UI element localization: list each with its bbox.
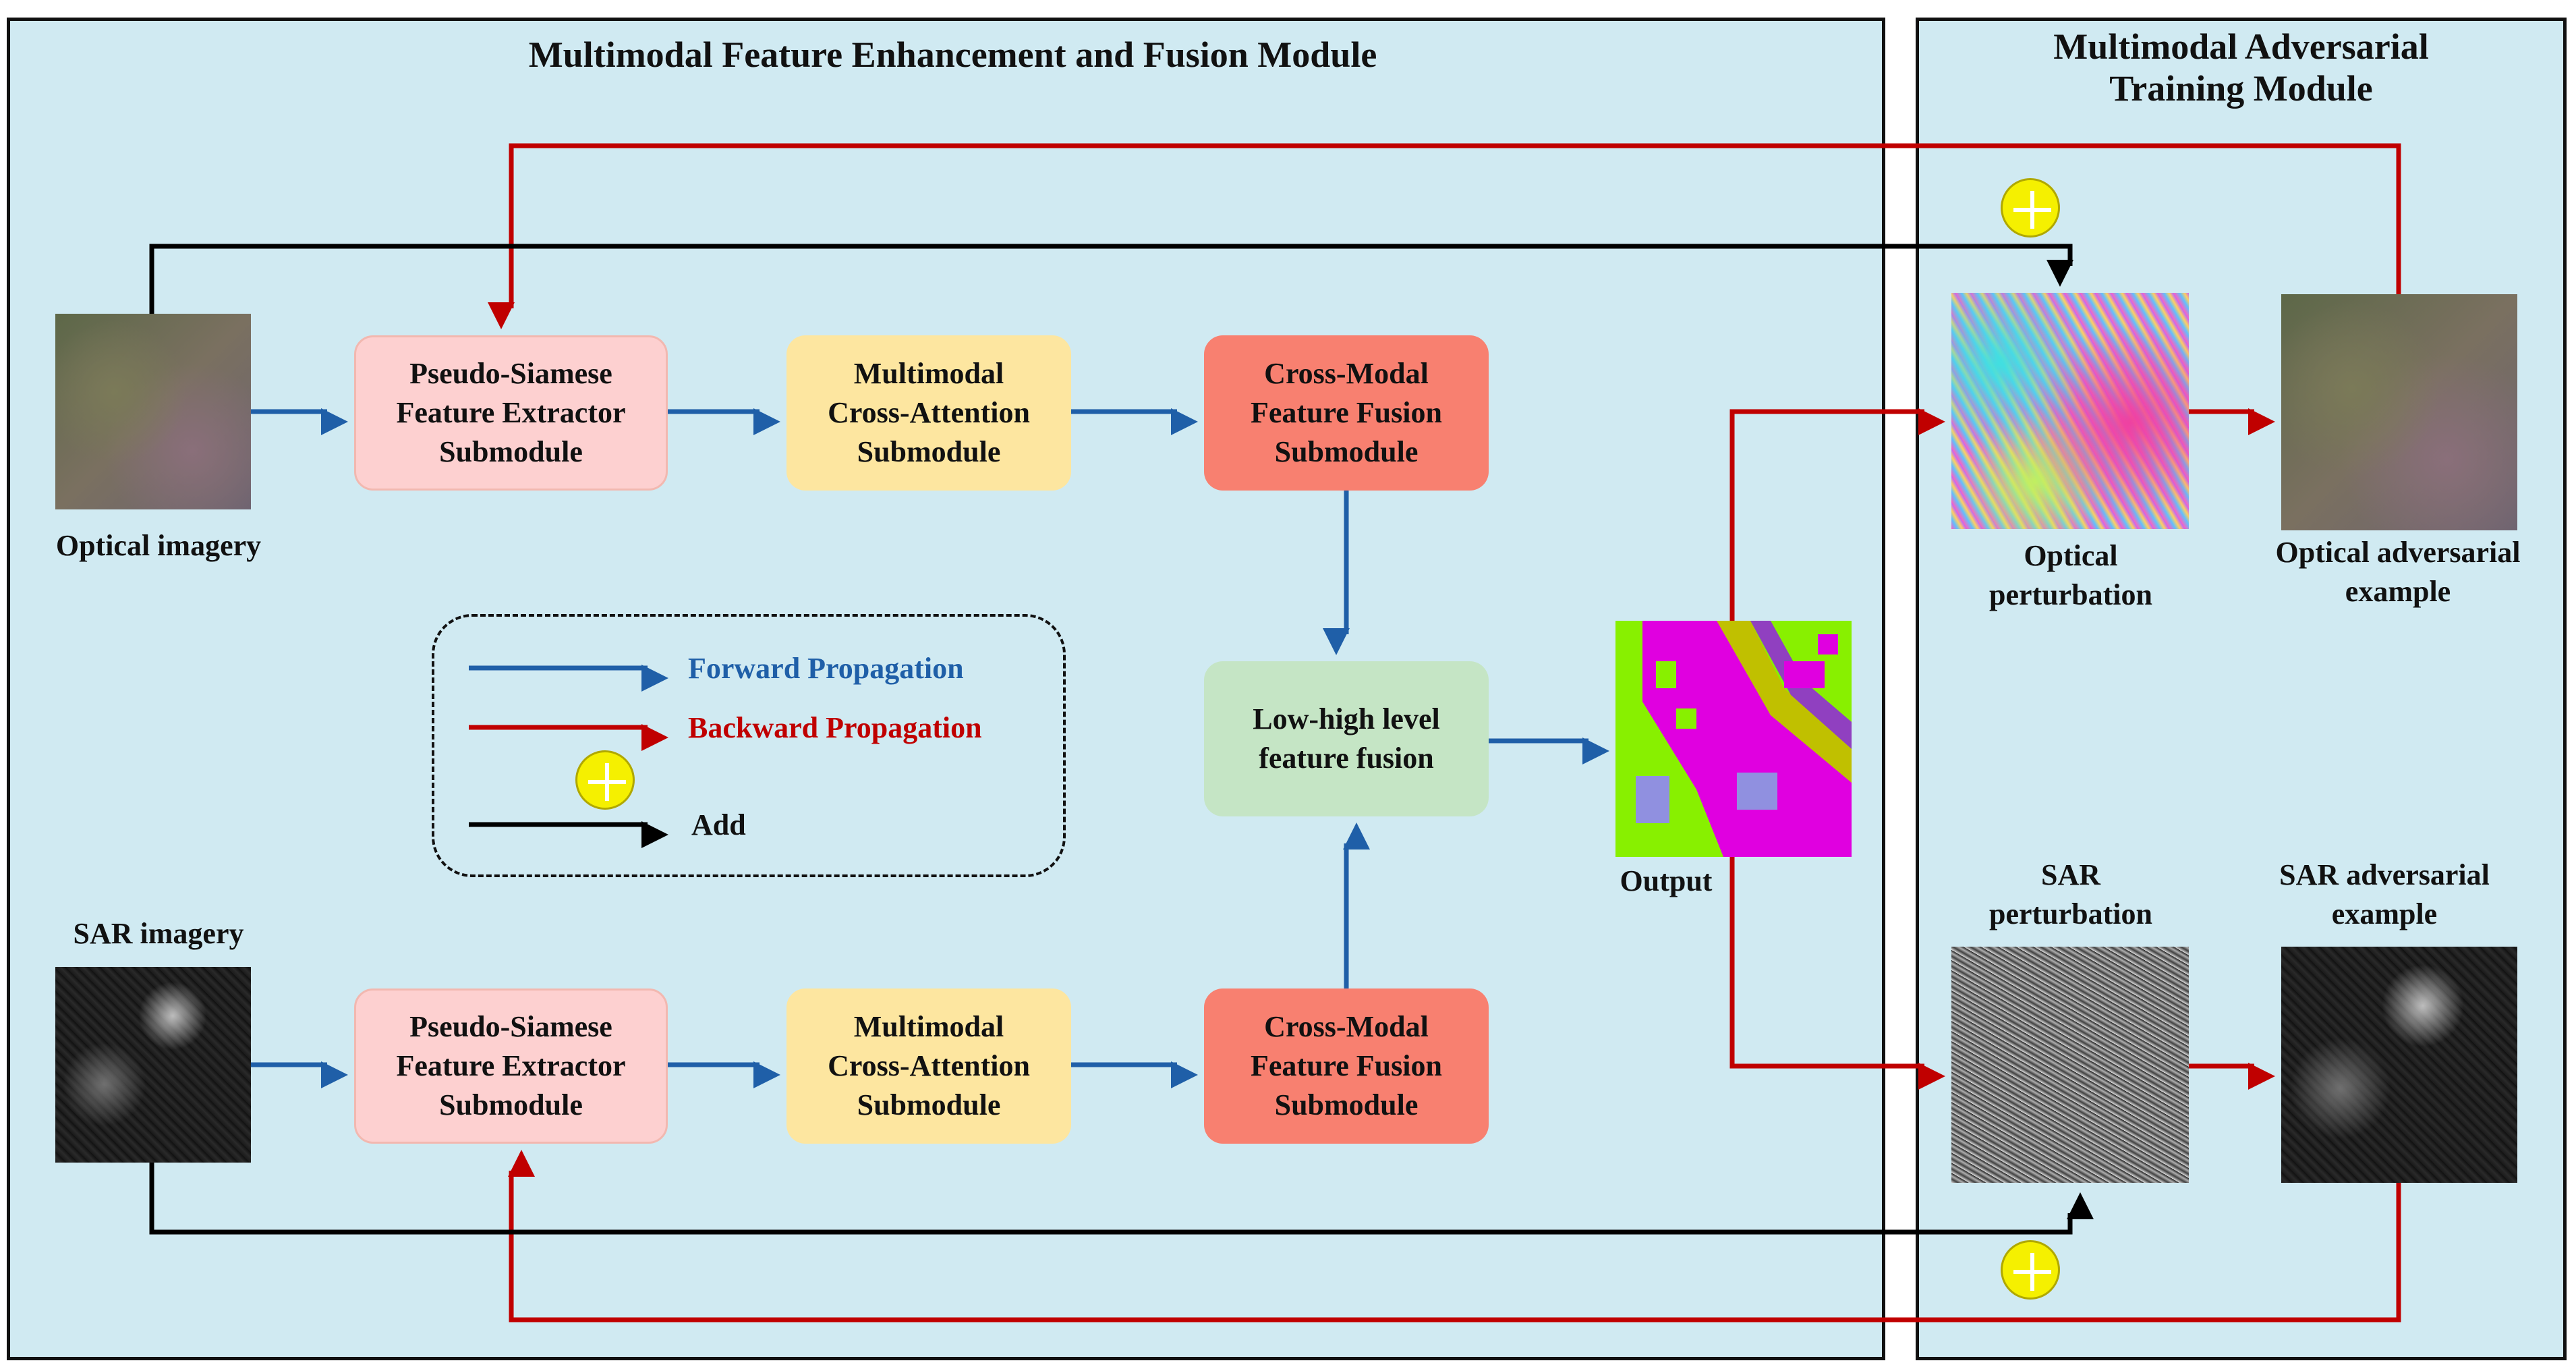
optical-example-label: Optical adversarial example <box>2226 533 2570 611</box>
optical-extractor-box: Pseudo-Siamese Feature Extractor Submodu… <box>354 335 668 491</box>
optical-extractor-line2: Feature Extractor <box>396 396 626 429</box>
sar-perturbation-line2: perturbation <box>1989 897 2152 930</box>
sar-image <box>55 967 251 1163</box>
optical-extractor-line1: Pseudo-Siamese <box>409 357 612 390</box>
sar-fusion-line2: Feature Fusion <box>1251 1049 1442 1082</box>
optical-perturbation-label: Optical perturbation <box>1929 536 2212 615</box>
sar-example-line1: SAR adversarial <box>2279 858 2490 891</box>
legend-forward-label: Forward Propagation <box>688 652 964 685</box>
optical-fusion-box: Cross-Modal Feature Fusion Submodule <box>1204 335 1489 491</box>
adversarial-module-title: Multimodal Adversarial Training Module <box>1916 26 2567 109</box>
plus-icon <box>575 750 635 810</box>
fusion-module-title: Multimodal Feature Enhancement and Fusio… <box>528 34 1377 75</box>
sar-image-label: SAR imagery <box>73 917 244 950</box>
optical-perturbation-image <box>1951 293 2189 529</box>
sar-extractor-line3: Submodule <box>439 1088 583 1121</box>
sar-fusion-line1: Cross-Modal <box>1264 1010 1429 1043</box>
sar-perturbation-line1: SAR <box>2040 858 2101 891</box>
optical-attention-line3: Submodule <box>857 435 1001 468</box>
adversarial-title-line1: Multimodal Adversarial <box>2053 26 2429 67</box>
sar-attention-line3: Submodule <box>857 1088 1001 1121</box>
sar-extractor-line2: Feature Extractor <box>396 1049 626 1082</box>
optical-perturbation-line1: Optical <box>2024 539 2118 572</box>
optical-extractor-line3: Submodule <box>439 435 583 468</box>
output-map <box>1615 621 1852 857</box>
output-label: Output <box>1620 864 1713 897</box>
legend-backward-label: Backward Propagation <box>688 711 982 744</box>
optical-attention-box: Multimodal Cross-Attention Submodule <box>786 335 1071 491</box>
optical-perturbation-line2: perturbation <box>1989 578 2152 611</box>
legend-add-label: Add <box>691 808 746 841</box>
optical-attention-line1: Multimodal <box>853 357 1004 390</box>
sar-attention-box: Multimodal Cross-Attention Submodule <box>786 988 1071 1144</box>
optical-example-line1: Optical adversarial <box>2275 536 2521 569</box>
sar-extractor-line1: Pseudo-Siamese <box>409 1010 612 1043</box>
sar-example-label: SAR adversarial example <box>2226 856 2543 934</box>
sar-fusion-box: Cross-Modal Feature Fusion Submodule <box>1204 988 1489 1144</box>
low-high-line1: Low-high level <box>1253 702 1440 735</box>
optical-attention-line2: Cross-Attention <box>828 396 1030 429</box>
low-high-fusion-box: Low-high level feature fusion <box>1204 661 1489 816</box>
optical-fusion-line2: Feature Fusion <box>1251 396 1442 429</box>
sar-fusion-line3: Submodule <box>1274 1088 1419 1121</box>
sar-perturbation-label: SAR perturbation <box>1929 856 2212 934</box>
sar-attention-line2: Cross-Attention <box>828 1049 1030 1082</box>
low-high-line2: feature fusion <box>1259 742 1434 775</box>
sar-perturbation-image <box>1951 947 2189 1183</box>
legend-box <box>432 614 1066 877</box>
optical-example-image <box>2281 294 2517 530</box>
optical-image-label: Optical imagery <box>55 529 262 562</box>
sar-attention-line1: Multimodal <box>853 1010 1004 1043</box>
optical-example-line2: example <box>2345 575 2451 608</box>
plus-icon <box>2001 1240 2060 1300</box>
plus-icon <box>2001 178 2060 238</box>
optical-image <box>55 314 251 509</box>
sar-example-line2: example <box>2331 897 2438 930</box>
optical-fusion-line1: Cross-Modal <box>1264 357 1429 390</box>
sar-extractor-box: Pseudo-Siamese Feature Extractor Submodu… <box>354 988 668 1144</box>
sar-example-image <box>2281 947 2517 1183</box>
optical-fusion-line3: Submodule <box>1274 435 1419 468</box>
adversarial-title-line2: Training Module <box>2109 68 2373 109</box>
